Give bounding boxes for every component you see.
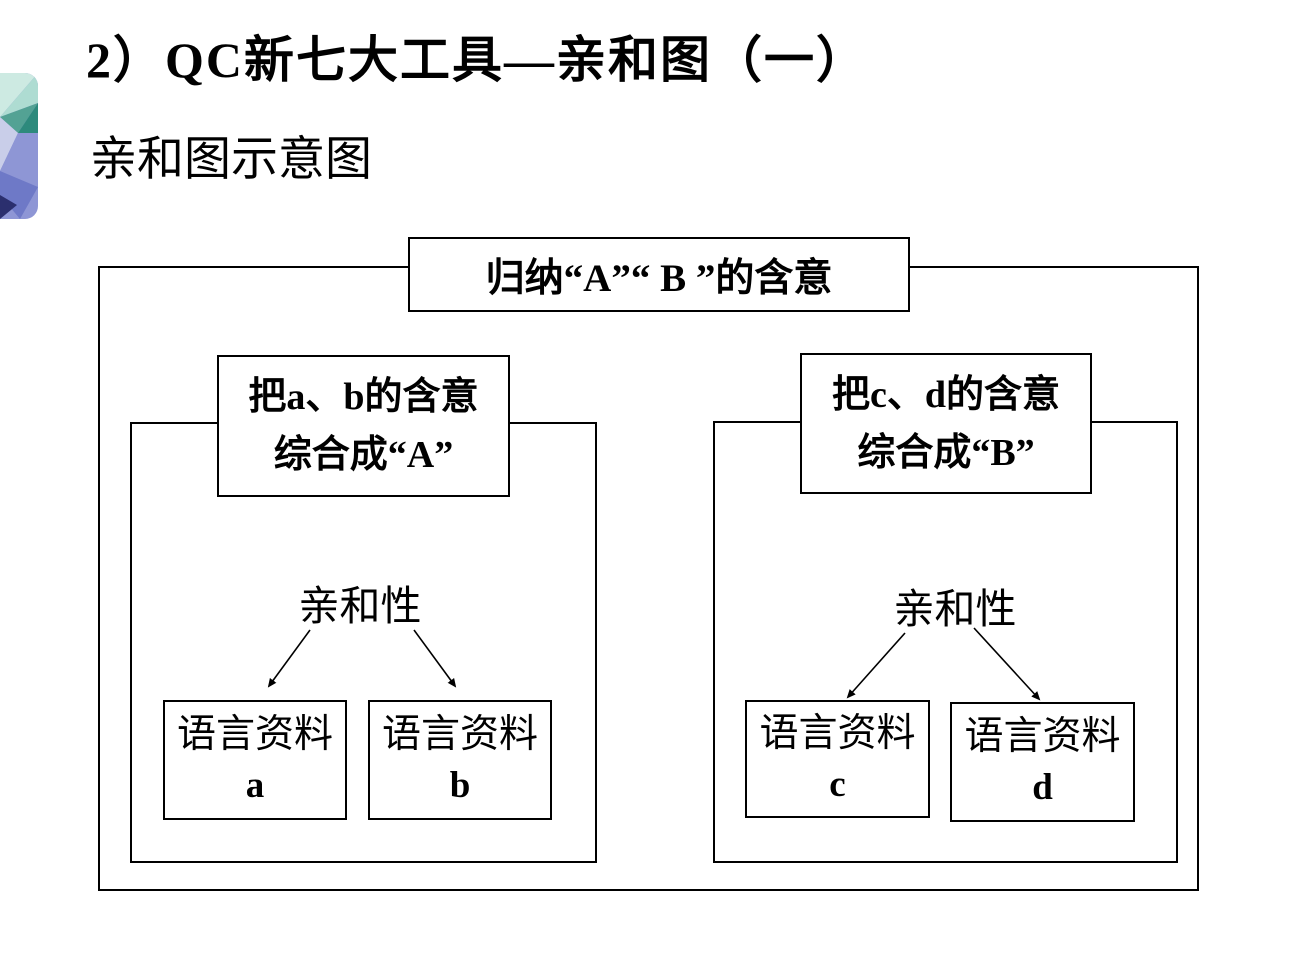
slide-title: 2）QC新七大工具—亲和图（一） bbox=[86, 32, 868, 88]
data-card-a: 语言资料 a bbox=[163, 700, 347, 820]
summary-node-b: 把c、d的含意 综合成“B” bbox=[800, 353, 1092, 494]
deco-facet bbox=[0, 195, 17, 219]
affinity-label-b: 亲和性 bbox=[893, 586, 1017, 632]
data-card-d: 语言资料 d bbox=[950, 702, 1135, 822]
root-node: 归纳“A”“ B ”的含意 bbox=[408, 237, 910, 312]
deco-facet bbox=[0, 73, 38, 117]
decorative-facet-graphic bbox=[0, 73, 38, 219]
deco-facet bbox=[0, 171, 38, 219]
data-card-b: 语言资料 b bbox=[368, 700, 552, 820]
data-card-d-title: 语言资料 bbox=[964, 715, 1121, 758]
deco-facet bbox=[18, 103, 38, 133]
summary-node-a: 把a、b的含意 综合成“A” bbox=[217, 355, 510, 497]
slide-subtitle: 亲和图示意图 bbox=[90, 134, 372, 186]
data-card-a-letter: a bbox=[245, 765, 265, 806]
deco-facet bbox=[0, 117, 18, 171]
data-card-a-title: 语言资料 bbox=[176, 713, 333, 756]
root-node-label: 归纳“A”“ B ”的含意 bbox=[485, 256, 833, 300]
deco-facet bbox=[0, 103, 38, 133]
summary-node-a-line2: 综合成“A” bbox=[273, 434, 454, 476]
data-card-d-letter: d bbox=[1032, 767, 1053, 808]
summary-node-b-line2: 综合成“B” bbox=[857, 431, 1035, 474]
data-card-b-letter: b bbox=[449, 765, 471, 806]
summary-node-b-line1: 把c、d的含意 bbox=[831, 373, 1060, 416]
affinity-label-a: 亲和性 bbox=[298, 583, 422, 629]
data-card-b-title: 语言资料 bbox=[381, 713, 538, 756]
data-card-c-title: 语言资料 bbox=[759, 712, 916, 755]
data-card-c: 语言资料 c bbox=[745, 700, 930, 818]
deco-facet bbox=[0, 133, 38, 187]
data-card-c-letter: c bbox=[829, 764, 846, 805]
summary-node-a-line1: 把a、b的含意 bbox=[248, 376, 479, 418]
